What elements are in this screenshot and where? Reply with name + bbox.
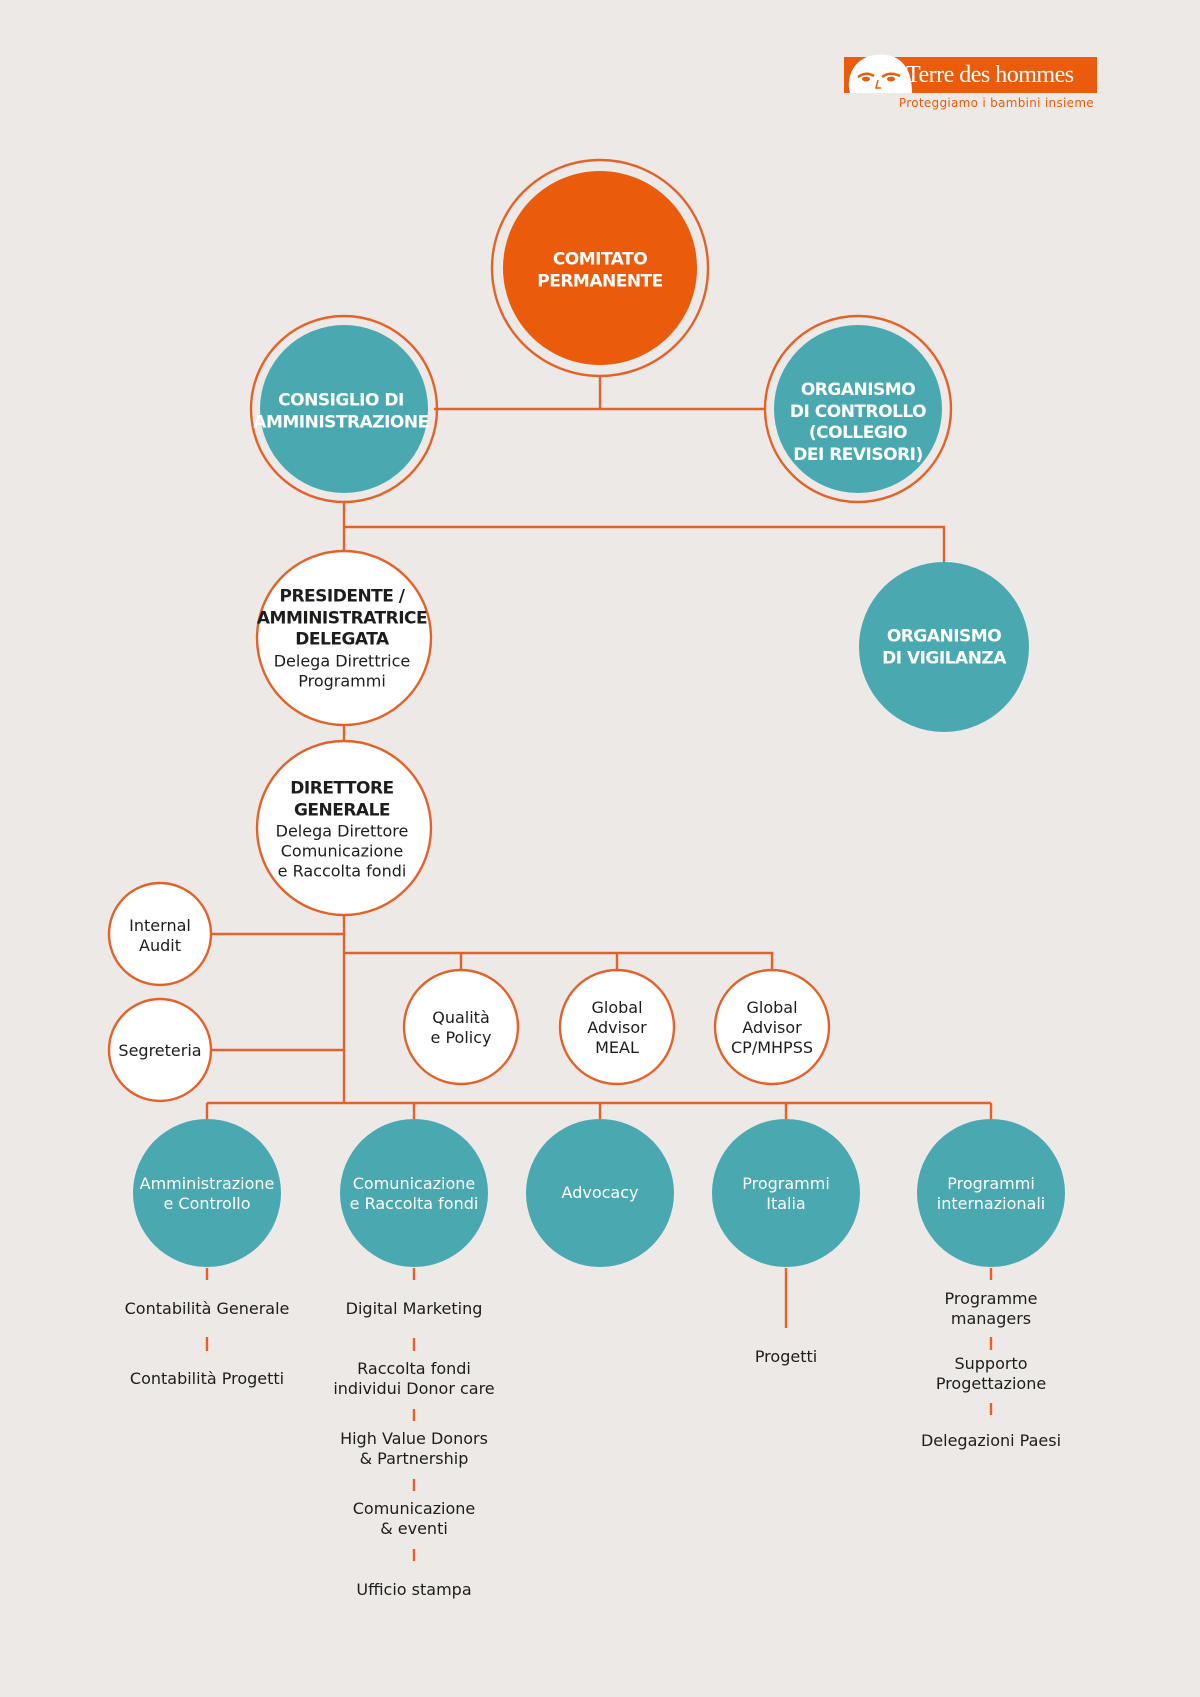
unit-contabilita-generale: Contabilità Generale (124, 1299, 290, 1318)
advisor-meal-label: Global Advisor MEAL (587, 998, 647, 1057)
unit-high-value-donors: High Value Donors & Partnership (340, 1429, 488, 1468)
logo-name: Terre des hommes (906, 62, 1074, 88)
internal-audit-label: Internal Audit (129, 916, 191, 955)
segreteria-label: Segreteria (118, 1041, 202, 1060)
consiglio-outer-ring (249, 314, 439, 504)
presidente-label: PRESIDENTE / AMMINISTRATRICE DELEGATA De… (256, 586, 428, 691)
dept-comunicazione-node (340, 1119, 488, 1267)
vigilanza-label: ORGANISMO DI VIGILANZA (882, 626, 1006, 668)
unit-digital-marketing: Digital Marketing (345, 1299, 483, 1318)
direttore-node (255, 739, 433, 917)
segreteria-node (107, 997, 213, 1103)
advisor-cp-label: Global Advisor CP/MHPSS (730, 998, 814, 1057)
controllo-node (774, 325, 942, 493)
unit-delegazioni-paesi: Delegazioni Paesi (920, 1431, 1062, 1450)
qualita-node (402, 968, 520, 1086)
unit-supporto-progettazione: Supporto Progettazione (935, 1354, 1047, 1393)
controllo-outer-ring (763, 314, 953, 504)
unit-progetti: Progetti (754, 1347, 818, 1366)
advisor-meal-node (558, 968, 676, 1086)
dept-internazionali-label: Programmi internazionali (936, 1174, 1046, 1213)
dept-internazionali-node (917, 1119, 1065, 1267)
direttore-label: DIRETTORE GENERALE Delega Direttore Comu… (275, 778, 409, 881)
logo-tagline: Proteggiamo i bambini insieme (898, 96, 1094, 110)
comitato-label: COMITATO PERMANENTE (537, 249, 663, 291)
presidente-node (255, 549, 433, 727)
comitato-node (503, 171, 697, 365)
unit-comunicazione-eventi: Comunicazione & eventi (352, 1499, 476, 1538)
dept-italia-node (712, 1119, 860, 1267)
advisor-cp-node (713, 968, 831, 1086)
vigilanza-node (859, 562, 1029, 732)
consiglio-node (260, 325, 428, 493)
child-face-logo-icon (848, 54, 912, 93)
dept-italia-label: Programmi Italia (742, 1174, 830, 1213)
dept-amministrazione-label: Amministrazione e Controllo (139, 1174, 275, 1213)
connector-vigilanza (344, 525, 946, 563)
comitato-outer-ring (490, 158, 710, 378)
dept-advocacy-label: Advocacy (561, 1183, 639, 1202)
unit-ufficio-stampa: Ufficio stampa (356, 1580, 472, 1599)
connector-advisors (344, 951, 774, 970)
consiglio-label: CONSIGLIO DI AMMINISTRAZIONE (253, 390, 429, 432)
dept-comunicazione-label: Comunicazione e Raccolta fondi (349, 1174, 479, 1213)
dept-advocacy-node (526, 1119, 674, 1267)
controllo-label: ORGANISMO DI CONTROLLO (COLLEGIO DEI REV… (789, 379, 927, 465)
qualita-label: Qualità e Policy (430, 1008, 492, 1047)
unit-raccolta-fondi-individui: Raccolta fondi individui Donor care (333, 1359, 495, 1398)
internal-audit-node (107, 881, 213, 987)
unit-programme-managers: Programme managers (944, 1289, 1038, 1328)
dept-amministrazione-node (133, 1119, 281, 1267)
unit-contabilita-progetti: Contabilità Progetti (129, 1369, 285, 1388)
